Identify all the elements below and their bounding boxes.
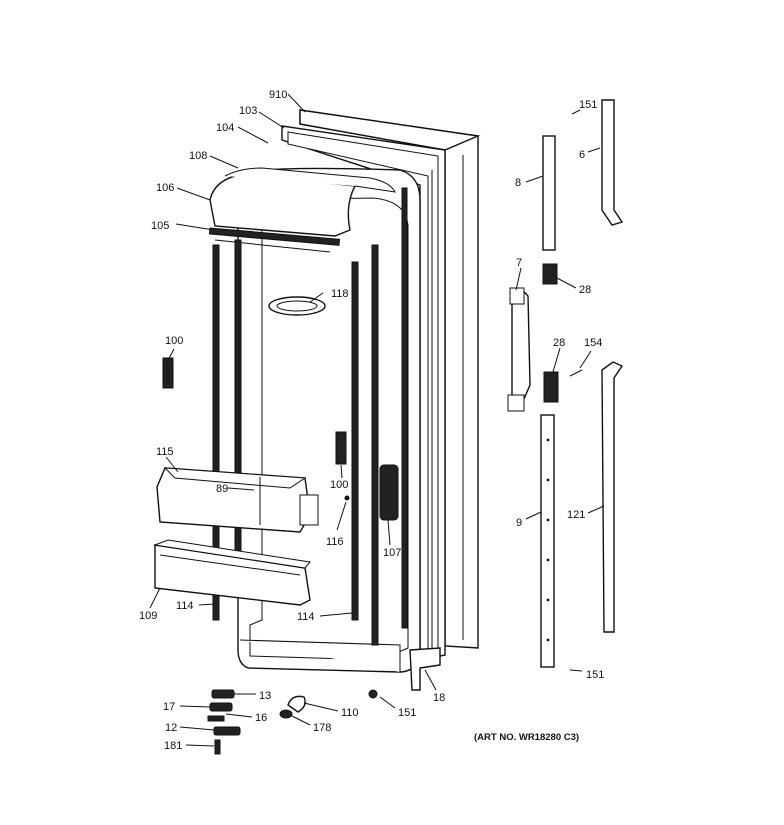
label-28-bottom: 28 xyxy=(553,337,565,349)
label-151-bottom-right: 151 xyxy=(586,669,604,681)
part-100-clip-right xyxy=(335,431,347,465)
part-28-top-bracket xyxy=(542,263,558,285)
label-28-top: 28 xyxy=(579,284,591,296)
part-9-trim xyxy=(540,414,555,668)
label-8: 8 xyxy=(515,177,521,189)
label-114-right: 114 xyxy=(297,611,315,623)
label-181: 181 xyxy=(164,740,182,752)
label-118: 118 xyxy=(331,288,349,300)
label-16: 16 xyxy=(255,712,267,724)
part-121-trim xyxy=(601,361,624,633)
label-178: 178 xyxy=(313,722,331,734)
callout-labels: 910 103 104 108 106 105 118 100 115 89 1… xyxy=(139,89,604,752)
part-6-trim xyxy=(601,99,624,226)
part-8-trim xyxy=(542,135,556,251)
label-12: 12 xyxy=(165,722,177,734)
label-105: 105 xyxy=(151,220,169,232)
label-9: 9 xyxy=(516,517,522,529)
part-18-bracket xyxy=(409,647,441,691)
part-28-bottom-bracket xyxy=(543,371,559,403)
label-154: 154 xyxy=(584,337,602,349)
label-114-left: 114 xyxy=(176,600,194,612)
label-151-top: 151 xyxy=(579,99,597,111)
label-107: 107 xyxy=(383,547,401,559)
label-104: 104 xyxy=(216,122,234,134)
part-7-handle xyxy=(507,287,531,412)
part-107-cam xyxy=(379,464,399,521)
art-number: (ART NO. WR18280 C3) xyxy=(474,732,579,743)
label-100-right: 100 xyxy=(330,479,348,491)
shelf-115 xyxy=(156,467,319,533)
label-13: 13 xyxy=(259,690,271,702)
label-121: 121 xyxy=(567,509,585,521)
label-109: 109 xyxy=(139,610,157,622)
label-115: 115 xyxy=(156,446,174,458)
shelf-rails xyxy=(212,187,408,646)
leader-lines xyxy=(149,93,605,747)
hinge-parts xyxy=(207,689,378,755)
label-151-bottom-left: 151 xyxy=(398,707,416,719)
label-110: 110 xyxy=(341,707,359,719)
label-108: 108 xyxy=(189,150,207,162)
label-103: 103 xyxy=(239,105,257,117)
label-100-left: 100 xyxy=(165,335,183,347)
label-7: 7 xyxy=(516,257,522,269)
label-89: 89 xyxy=(216,483,228,495)
label-910: 910 xyxy=(269,89,287,101)
label-17: 17 xyxy=(163,701,175,713)
label-106: 106 xyxy=(156,182,174,194)
label-6: 6 xyxy=(579,149,585,161)
part-116-screw xyxy=(344,495,350,501)
shelf-109 xyxy=(153,539,311,606)
part-118-grille xyxy=(268,296,326,316)
label-116: 116 xyxy=(326,536,344,548)
part-154-screw xyxy=(569,369,583,377)
part-100-clip-left xyxy=(162,357,174,389)
dairy-door-assembly xyxy=(208,167,396,253)
label-18: 18 xyxy=(433,692,445,704)
